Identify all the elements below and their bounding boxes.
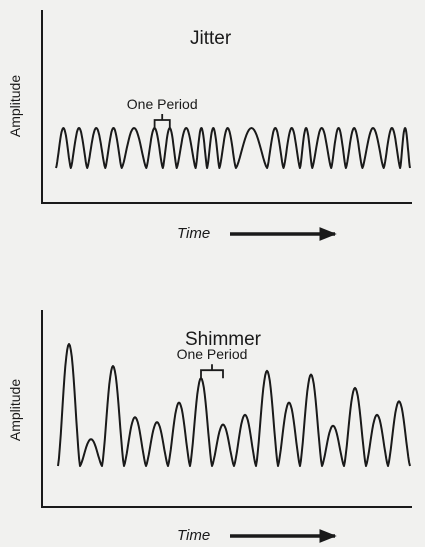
shimmer-waveform: [57, 343, 411, 467]
jitter-y-axis-label: Amplitude: [7, 75, 23, 137]
jitter-title: Jitter: [190, 28, 232, 49]
jitter-waveform: [55, 127, 411, 169]
jitter-axes: [41, 10, 412, 204]
shimmer-axes: [41, 310, 412, 508]
jitter-x-axis-label: Time: [177, 225, 210, 242]
shimmer-title: Shimmer: [185, 329, 262, 350]
shimmer-period-bracket: [200, 364, 224, 379]
jitter-one-period-label: One Period: [127, 96, 198, 112]
jitter-period-bracket: [153, 114, 171, 128]
shimmer-y-axis-label: Amplitude: [7, 379, 23, 441]
shimmer-x-axis-label: Time: [177, 527, 210, 544]
shimmer-panel: Shimmer Amplitude One Period Time: [7, 310, 412, 544]
jitter-panel: Jitter Amplitude One Period Time: [7, 10, 412, 242]
shimmer-one-period-label: One Period: [177, 346, 248, 362]
